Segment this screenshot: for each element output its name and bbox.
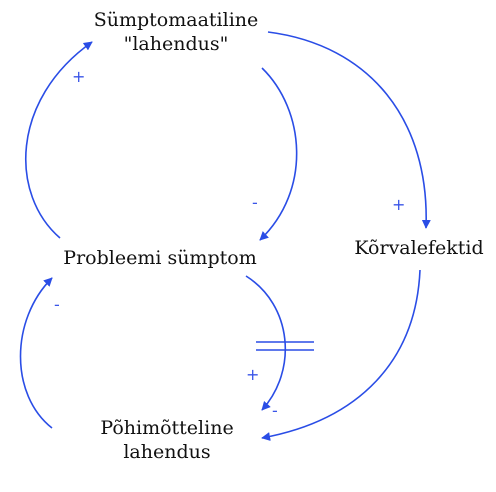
node-symptomatic-solution: Sümptomaatiline "lahendus"	[84, 8, 268, 56]
link-solution-to-symptom	[259, 67, 298, 241]
link-side-effects-to-fundamental	[261, 269, 421, 441]
node-problem-symptom: Probleemi sümptom	[58, 246, 262, 270]
polarity-solution-to-symptom: -	[252, 193, 258, 212]
link-symptom-to-fundamental	[245, 275, 287, 411]
polarity-solution-to-side-effects: +	[392, 195, 405, 214]
link-solution-to-side-effects	[267, 31, 431, 229]
polarity-side-effects-to-fundamental: -	[272, 401, 278, 420]
node-fundamental-solution: Põhimõtteline lahendus	[82, 416, 252, 464]
node-symptomatic-solution-line1: Sümptomaatiline	[93, 9, 259, 31]
link-symptom-to-solution	[25, 41, 93, 239]
polarity-symptom-to-solution: +	[72, 67, 85, 86]
polarity-fundamental-to-symptom: -	[54, 295, 60, 314]
node-symptomatic-solution-line2: "lahendus"	[123, 33, 229, 55]
polarity-symptom-to-fundamental: +	[246, 365, 259, 384]
node-fundamental-solution-line2: lahendus	[123, 441, 211, 463]
node-side-effects-line1: Kõrvalefektid	[354, 237, 484, 259]
node-side-effects: Kõrvalefektid	[348, 236, 490, 260]
node-fundamental-solution-line1: Põhimõtteline	[100, 417, 234, 439]
node-problem-symptom-line1: Probleemi sümptom	[63, 247, 257, 269]
link-fundamental-to-symptom	[19, 277, 53, 429]
